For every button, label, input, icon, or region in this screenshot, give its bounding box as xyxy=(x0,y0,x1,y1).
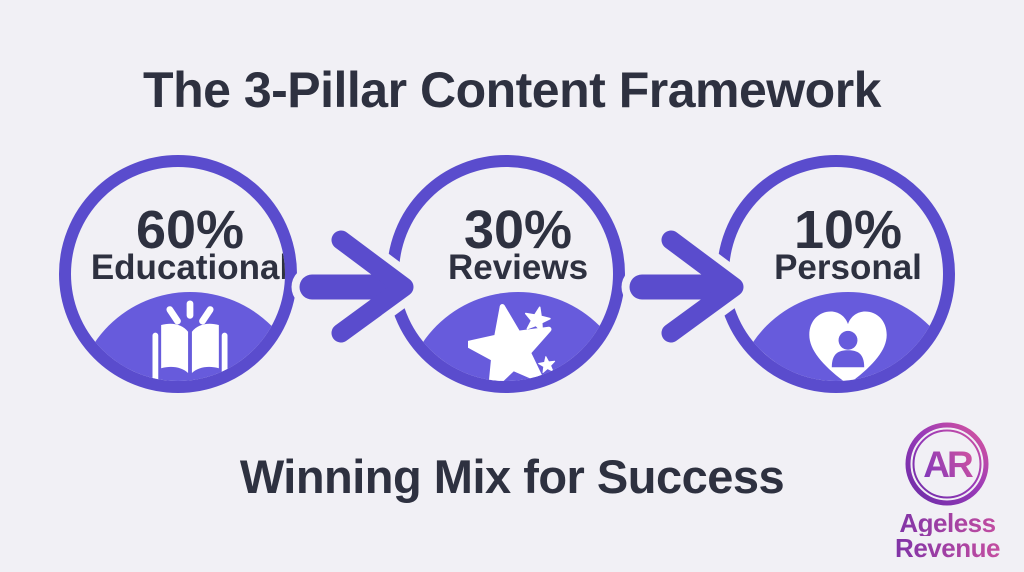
logo-ar-monogram-icon: AR xyxy=(905,422,989,506)
logo-name: Ageless Revenue xyxy=(870,510,1024,561)
logo-name-line1: Ageless xyxy=(870,510,1024,536)
user-silhouette xyxy=(831,330,865,368)
pillar-percent: 60% xyxy=(135,200,245,260)
page-title: The 3-Pillar Content Framework xyxy=(143,62,881,118)
pillar-label: Personal xyxy=(774,248,922,287)
logo-name-line2: Revenue xyxy=(870,535,1024,561)
pillar-percent: 10% xyxy=(793,200,903,260)
subtitle: Winning Mix for Success xyxy=(239,450,785,503)
logo-monogram-text: AR xyxy=(923,444,973,485)
heart-user-icon xyxy=(809,311,887,381)
pillar-reviews: 30% Reviews xyxy=(387,155,625,393)
stars-icon xyxy=(468,301,568,393)
pillar-label: Educational xyxy=(90,248,290,287)
pillar-percent: 30% xyxy=(463,200,573,260)
open-book-icon xyxy=(152,300,228,381)
pillar-educational: 60% Educational xyxy=(59,155,297,393)
pillar-label: Reviews xyxy=(447,248,589,287)
pillar-personal: 10% Personal xyxy=(717,155,955,393)
